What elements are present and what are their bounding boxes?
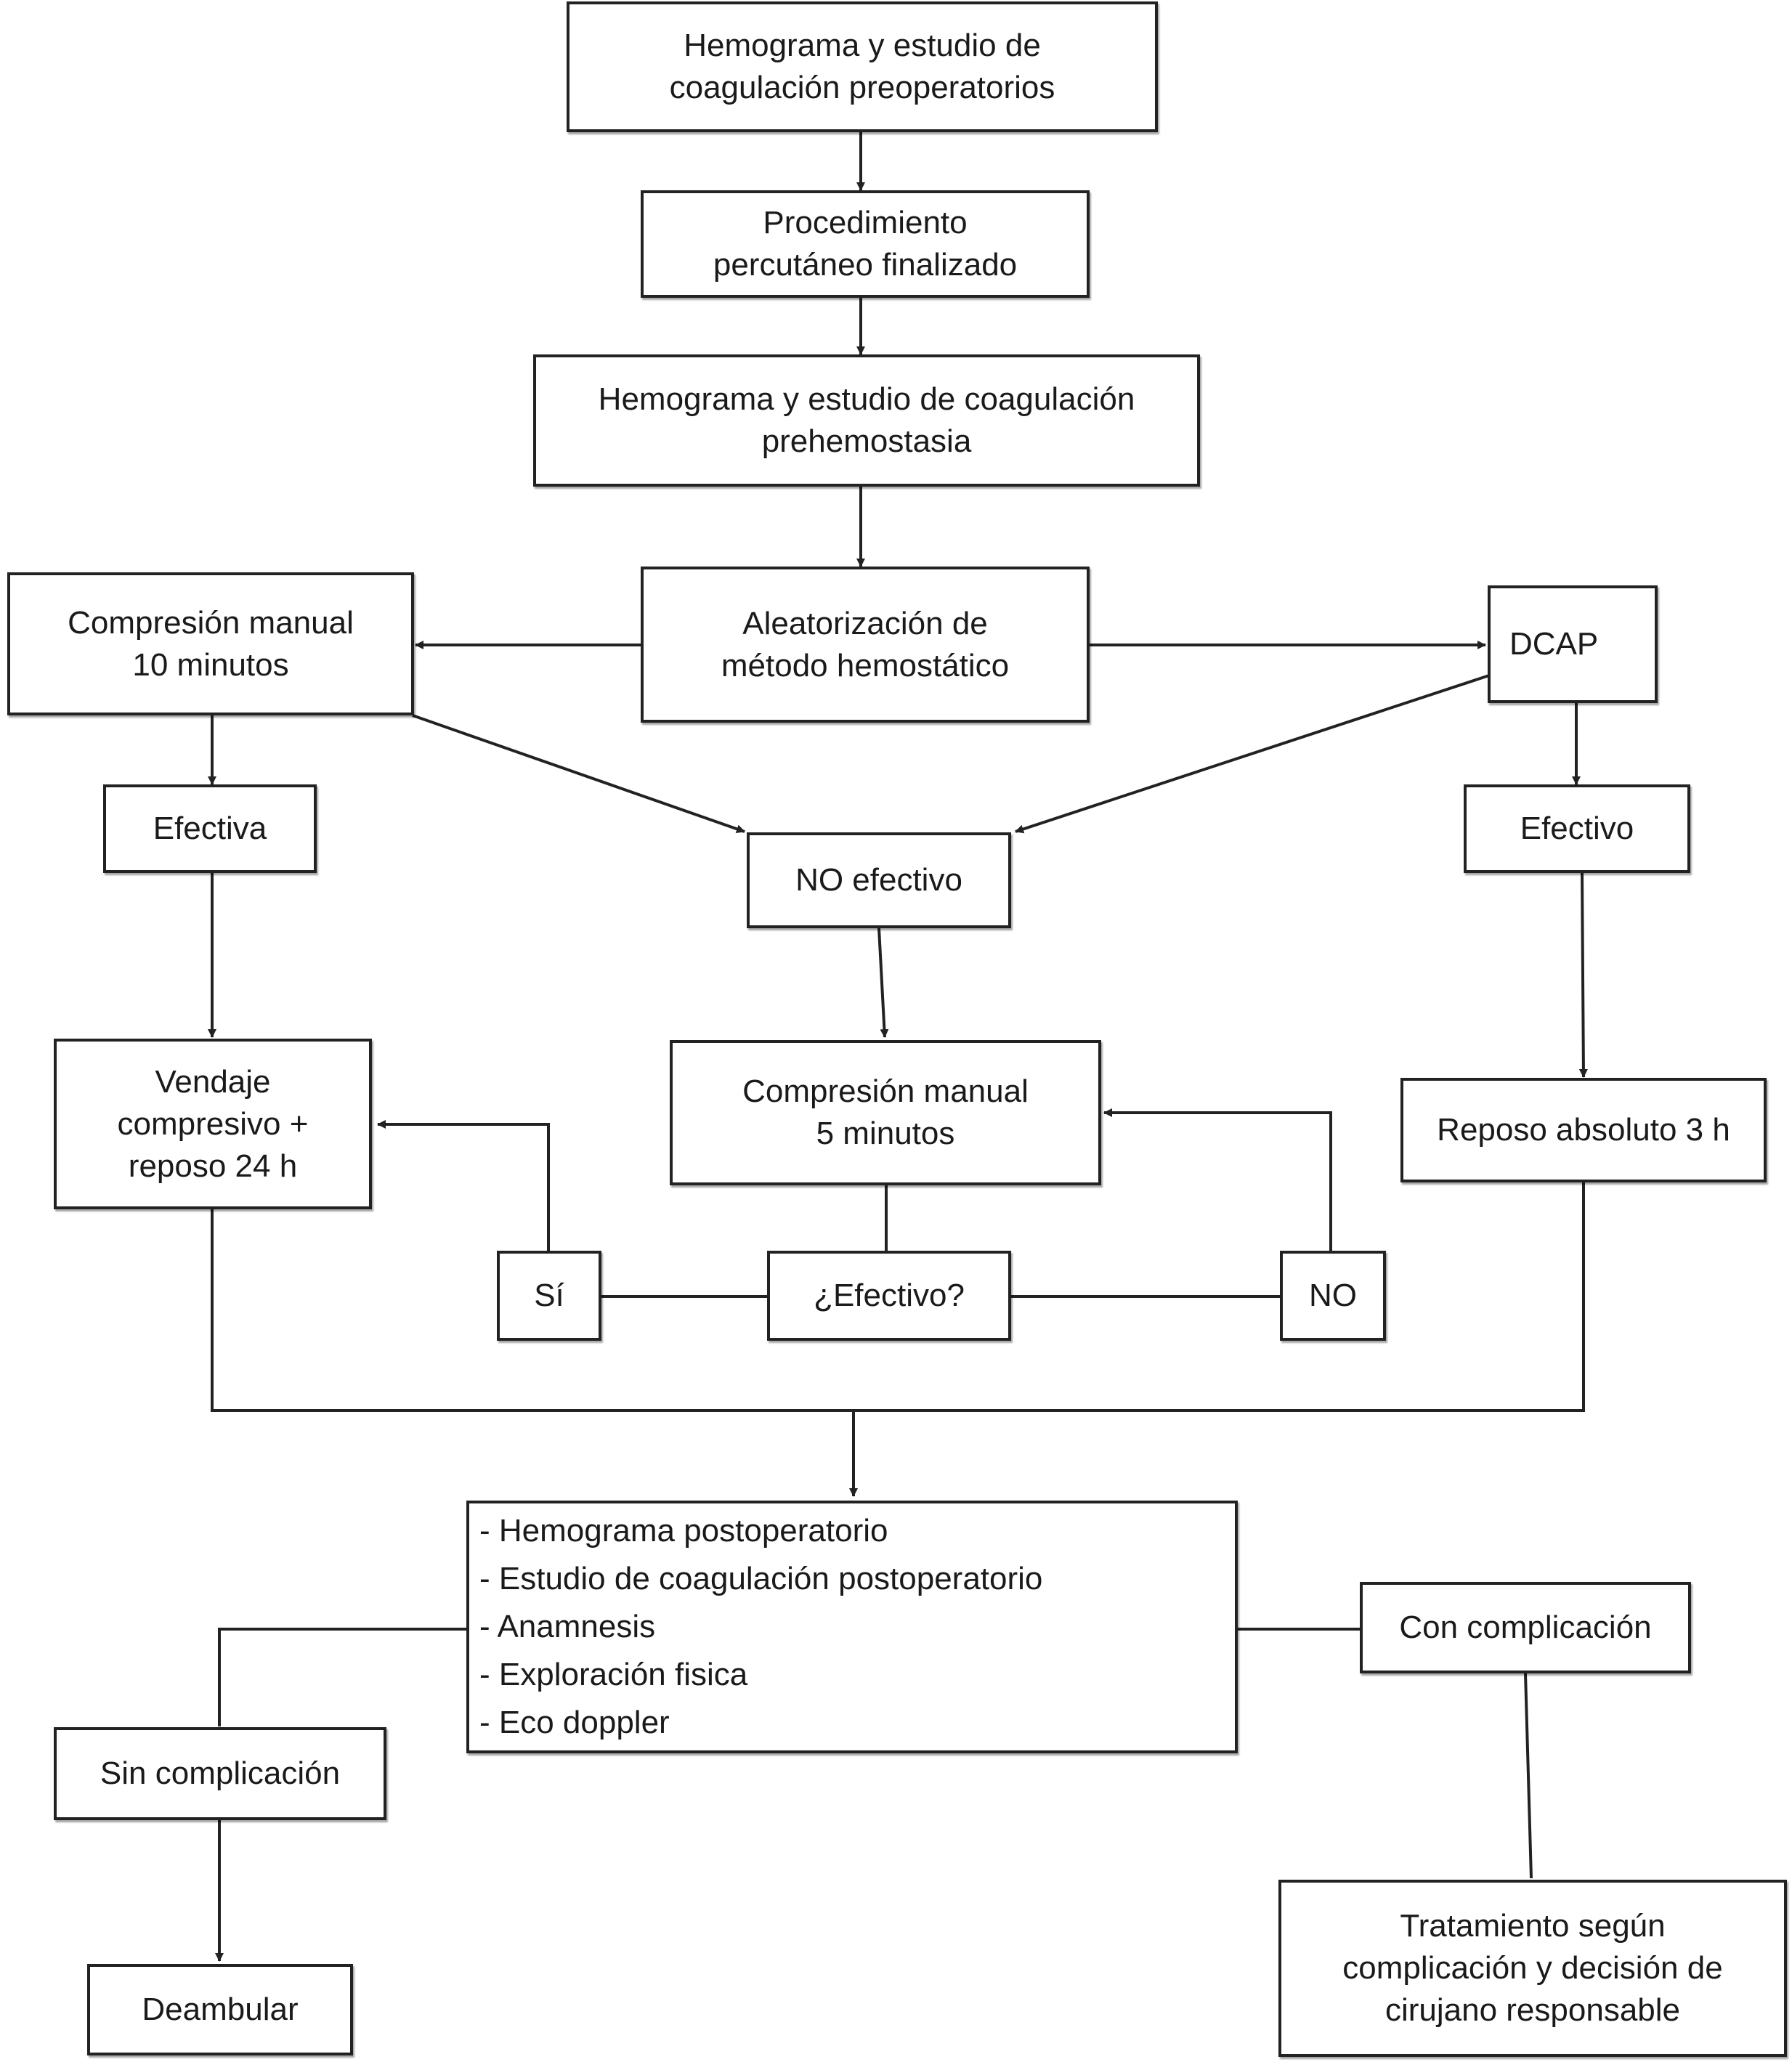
node-efectiva: Efectiva (103, 784, 317, 873)
node-line: Compresión manual (742, 1073, 1029, 1109)
node-sin-complicacion: Sin complicación (54, 1727, 386, 1820)
node-line: prehemostasia (761, 423, 972, 459)
arrow-noefectivo-to-compresion5 (877, 928, 889, 1038)
list-item: - Hemograma postoperatorio (479, 1513, 888, 1548)
node-line: Reposo absoluto 3 h (1437, 1112, 1730, 1148)
node-efectivo-pregunta: ¿Efectivo? (767, 1251, 1011, 1341)
node-line: cirujano responsable (1384, 1992, 1681, 2028)
node-line: Efectiva (153, 811, 267, 846)
node-line: ¿Efectivo? (814, 1278, 965, 1313)
node-line: complicación y decisión de (1342, 1950, 1723, 1986)
node-procedimiento-percutaneo: Procedimiento percutáneo finalizado (641, 190, 1090, 298)
node-si: Sí (497, 1251, 601, 1341)
node-postoperatorio: - Hemograma postoperatorio - Estudio de … (466, 1501, 1238, 1753)
node-hemograma-prehemostasia: Hemograma y estudio de coagulación prehe… (533, 354, 1200, 487)
node-no: NO (1280, 1251, 1386, 1341)
arrow-no-to-compresion5 (1103, 1108, 1332, 1251)
node-line: 5 minutos (816, 1116, 955, 1151)
node-line: coagulación preoperatorios (669, 70, 1055, 105)
arrow-dcap-to-noefectivo (1015, 674, 1490, 834)
arrow-si-to-vendaje (377, 1120, 550, 1257)
node-line: Sin complicación (100, 1755, 341, 1791)
node-line: compresivo + (117, 1105, 309, 1142)
node-line: Con complicación (1399, 1610, 1652, 1645)
list-item: - Eco doppler (479, 1705, 670, 1740)
node-line: NO efectivo (795, 862, 962, 898)
node-line: Tratamiento según (1400, 1908, 1666, 1944)
node-line: DCAP (1509, 626, 1599, 662)
node-efectivo: Efectivo (1464, 784, 1690, 873)
line-con-complicacion-to-tratamiento (1524, 1673, 1533, 1879)
line-postop-to-sin-complicacion (218, 1628, 466, 1726)
list-item: - Anamnesis (479, 1609, 656, 1644)
node-reposo-absoluto: Reposo absoluto 3 h (1400, 1078, 1767, 1182)
list-item: - Estudio de coagulación postoperatorio (479, 1561, 1043, 1596)
node-line: Vendaje (155, 1063, 271, 1100)
node-con-complicacion: Con complicación (1360, 1582, 1691, 1673)
node-line: Efectivo (1520, 811, 1634, 846)
node-hemograma-preoperatorio: Hemograma y estudio de coagulación preop… (567, 1, 1158, 132)
node-no-efectivo: NO efectivo (747, 832, 1011, 928)
node-line: NO (1309, 1278, 1357, 1313)
node-compresion-manual-5: Compresión manual 5 minutos (670, 1040, 1101, 1185)
node-line: Hemograma y estudio de coagulación (598, 381, 1135, 417)
node-line: Hemograma y estudio de (684, 28, 1041, 63)
node-dcap: DCAP (1488, 585, 1658, 703)
node-line: reposo 24 h (128, 1148, 298, 1184)
node-line: Deambular (142, 1992, 299, 2027)
line-vendaje-to-merge (211, 1182, 1585, 1412)
node-aleatorizacion: Aleatorización de método hemostático (641, 567, 1090, 723)
node-line: Procedimiento (763, 205, 968, 240)
node-tratamiento: Tratamiento según complicación y decisió… (1278, 1880, 1787, 2057)
node-line: 10 minutos (132, 646, 289, 683)
node-line: método hemostático (721, 647, 1010, 683)
node-line: Aleatorización de (742, 605, 988, 641)
node-compresion-manual-10: Compresión manual 10 minutos (7, 572, 414, 715)
node-line: Sí (534, 1278, 564, 1313)
list-item: - Exploración fisica (479, 1657, 748, 1692)
node-deambular: Deambular (87, 1964, 353, 2055)
node-line: percutáneo finalizado (713, 247, 1018, 283)
node-line: Compresión manual (68, 604, 354, 641)
arrow-efectivo-to-reposo (1578, 872, 1588, 1078)
arrow-compresion10-to-noefectivo (412, 714, 745, 834)
node-vendaje-compresivo: Vendaje compresivo + reposo 24 h (54, 1039, 372, 1209)
